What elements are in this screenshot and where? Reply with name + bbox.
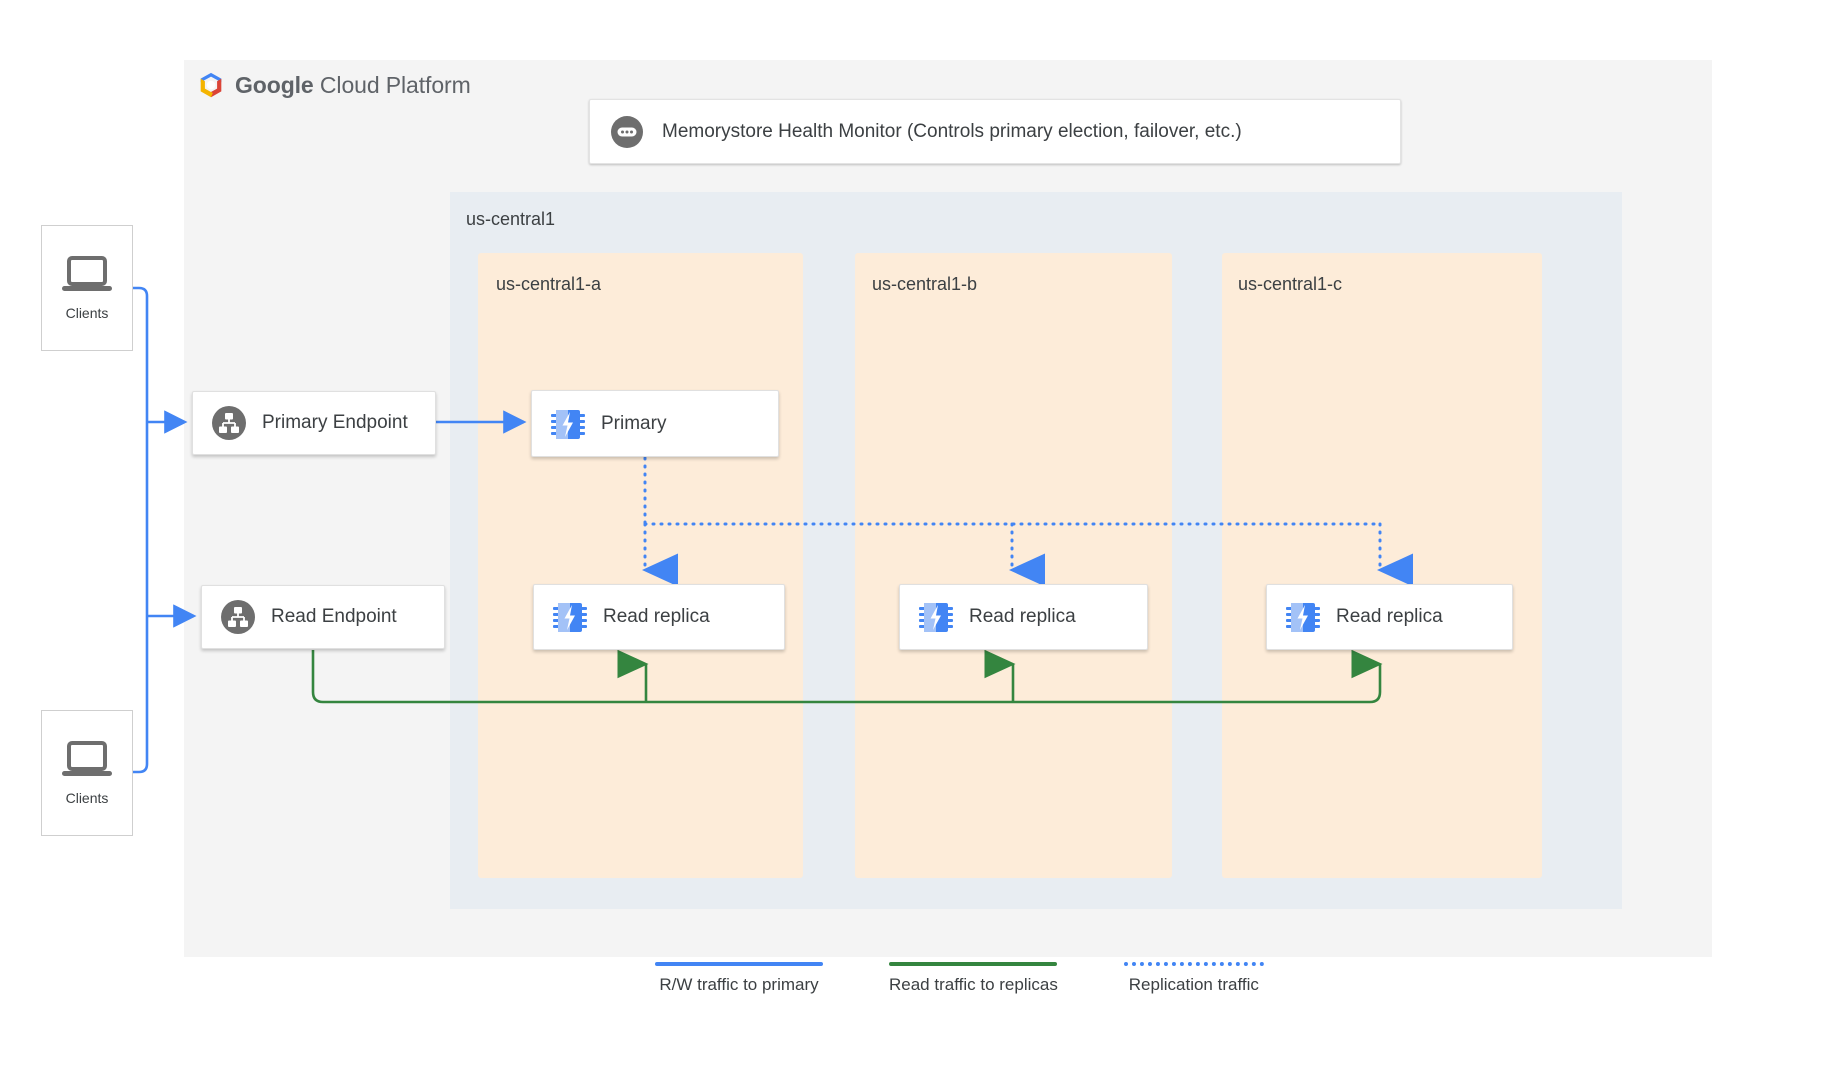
zone-label-b: us-central1-b (872, 274, 978, 294)
gcp-wordmark: Google Cloud Platform (235, 72, 471, 99)
zone-label-c: us-central1-c (1238, 274, 1343, 294)
legend-label-rw: R/W traffic to primary (659, 975, 819, 994)
legend-item-rw-traffic: R/W traffic to primary (655, 962, 823, 995)
clients-box-bottom[interactable]: Clients (41, 710, 133, 836)
read-endpoint-label: Read Endpoint (271, 606, 397, 627)
gcp-wordmark-bold: Google (235, 71, 320, 98)
region-label: us-central1 (466, 209, 556, 229)
clients-label: Clients (65, 790, 109, 806)
memorystore-chip-icon (553, 603, 587, 632)
legend-item-read-traffic: Read traffic to replicas (889, 962, 1058, 995)
read-replica-card-b[interactable]: Read replica (899, 584, 1148, 650)
primary-endpoint-card[interactable]: Primary Endpoint (192, 391, 436, 455)
zone-us-central1-b (855, 253, 1172, 878)
read-replica-label-a: Read replica (603, 606, 710, 627)
read-replica-label-b: Read replica (969, 606, 1076, 627)
memorystore-chip-icon (919, 603, 953, 632)
laptop-icon (62, 741, 112, 776)
read-replica-card-a[interactable]: Read replica (533, 584, 785, 650)
laptop-icon (62, 256, 112, 291)
legend-label-replication: Replication traffic (1128, 975, 1259, 994)
primary-instance-label: Primary (601, 412, 667, 434)
primary-instance-card[interactable]: Primary (531, 390, 779, 457)
memorystore-chip-icon (1286, 603, 1320, 632)
legend-swatch-read (889, 962, 1058, 966)
legend-swatch-replication (1123, 962, 1264, 966)
legend-swatch-rw (655, 962, 823, 966)
read-replica-label-c: Read replica (1336, 606, 1443, 627)
zone-us-central1-a (478, 253, 803, 878)
memorystore-chip-icon (551, 409, 585, 439)
endpoint-hierarchy-icon (212, 406, 246, 440)
endpoint-hierarchy-icon (221, 600, 255, 634)
clients-label: Clients (65, 305, 109, 321)
clients-bus-line (131, 286, 149, 774)
health-monitor-label: Memorystore Health Monitor (Controls pri… (662, 120, 1242, 142)
health-monitor-icon (611, 115, 643, 148)
gcp-wordmark-light: Cloud Platform (319, 71, 471, 98)
primary-endpoint-label: Primary Endpoint (262, 412, 408, 433)
legend: R/W traffic to primary Read traffic to r… (655, 962, 1264, 995)
legend-item-replication-traffic: Replication traffic (1123, 962, 1264, 995)
legend-label-read: Read traffic to replicas (889, 975, 1058, 994)
zone-us-central1-c (1222, 253, 1542, 878)
clients-box-top[interactable]: Clients (41, 225, 133, 351)
memorystore-health-monitor-card[interactable]: Memorystore Health Monitor (Controls pri… (589, 99, 1401, 164)
read-replica-card-c[interactable]: Read replica (1266, 584, 1513, 650)
read-endpoint-card[interactable]: Read Endpoint (201, 585, 445, 649)
google-cloud-hexagon-icon (200, 72, 222, 98)
zone-label-a: us-central1-a (496, 274, 602, 294)
gcp-brand: Google Cloud Platform (196, 70, 471, 100)
